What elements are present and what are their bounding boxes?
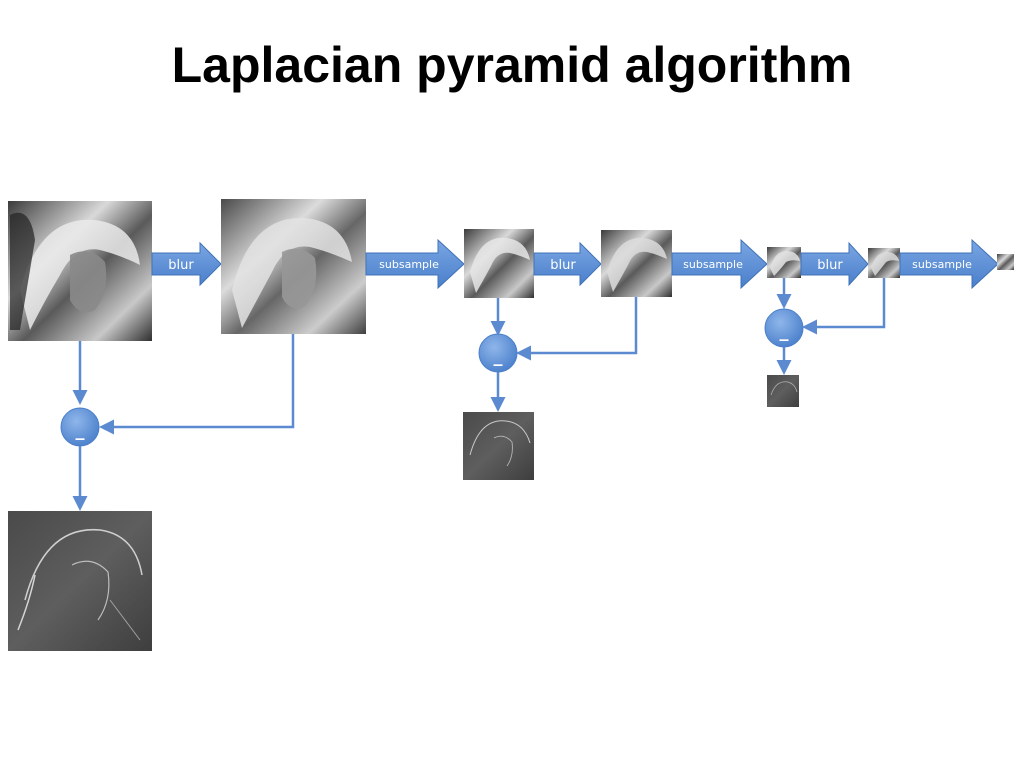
minus-node-level2: _ [764,308,804,348]
minus-label: _ [494,346,503,367]
subsample-arrow-level0: subsample [365,238,465,290]
image-laplacian-level0 [8,511,152,651]
subsample-arrow-level1: subsample [671,238,768,290]
blur-arrow-level0: blur [151,241,222,287]
minus-node-level1: _ [478,333,518,373]
image-blurred-level0 [221,199,366,334]
image-original-level0 [8,201,152,341]
blur-label: blur [550,258,576,273]
subsample-label: subsample [683,258,743,271]
connector-blurred-to-minus0 [99,334,295,435]
connector-blurred2-to-minus2 [802,278,886,335]
page-title: Laplacian pyramid algorithm [171,37,853,93]
subsample-label: subsample [379,258,439,271]
minus-label: _ [780,321,789,342]
image-blurred-level1 [601,230,672,297]
image-original-level2 [767,247,801,278]
subsample-label: subsample [912,258,972,271]
image-blurred-level2 [868,248,900,278]
blur-label: blur [168,258,194,273]
connector-blurred1-to-minus1 [516,297,638,361]
image-laplacian-level1 [463,412,534,480]
blur-arrow-level2: blur [800,241,869,287]
blur-label: blur [817,258,843,273]
image-original-level3 [997,254,1014,270]
minus-label: _ [76,420,85,441]
subsample-arrow-level2: subsample [899,238,999,290]
blur-arrow-level1: blur [533,241,602,287]
image-laplacian-level2 [767,375,799,407]
minus-node-level0: _ [60,407,100,447]
image-original-level1 [464,229,534,298]
